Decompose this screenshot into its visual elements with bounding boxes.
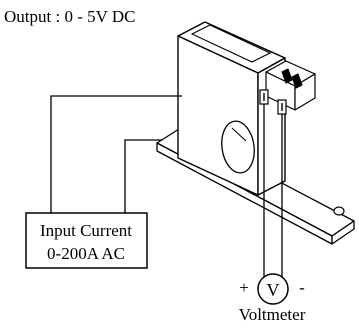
mounting-hole: [333, 206, 345, 216]
input-current-line2: 0-200A AC: [47, 244, 125, 263]
terminal-screw-left: [281, 68, 293, 84]
voltmeter-plus: +: [239, 278, 249, 297]
base-end-face: [331, 220, 355, 245]
top-recess: [190, 24, 272, 63]
voltmeter-symbol: V: [267, 280, 280, 300]
voltmeter-minus: -: [299, 278, 305, 297]
conductor-aperture: [221, 120, 255, 174]
primary-wire-through: [231, 127, 247, 142]
primary-wire-lower: [124, 139, 162, 216]
primary-wire-upper: [50, 95, 182, 216]
terminal-screws: [281, 68, 303, 89]
output-label: Output : 0 - 5V DC: [4, 7, 135, 26]
terminal-slot-marks: [263, 93, 283, 111]
voltmeter-circle: [257, 273, 289, 305]
input-current-line1: Input Current: [40, 221, 132, 240]
input-current-box: [25, 212, 148, 269]
voltmeter-label: Voltmeter: [239, 305, 306, 324]
terminal-screw-right: [291, 73, 303, 89]
terminal-block: [265, 60, 316, 111]
